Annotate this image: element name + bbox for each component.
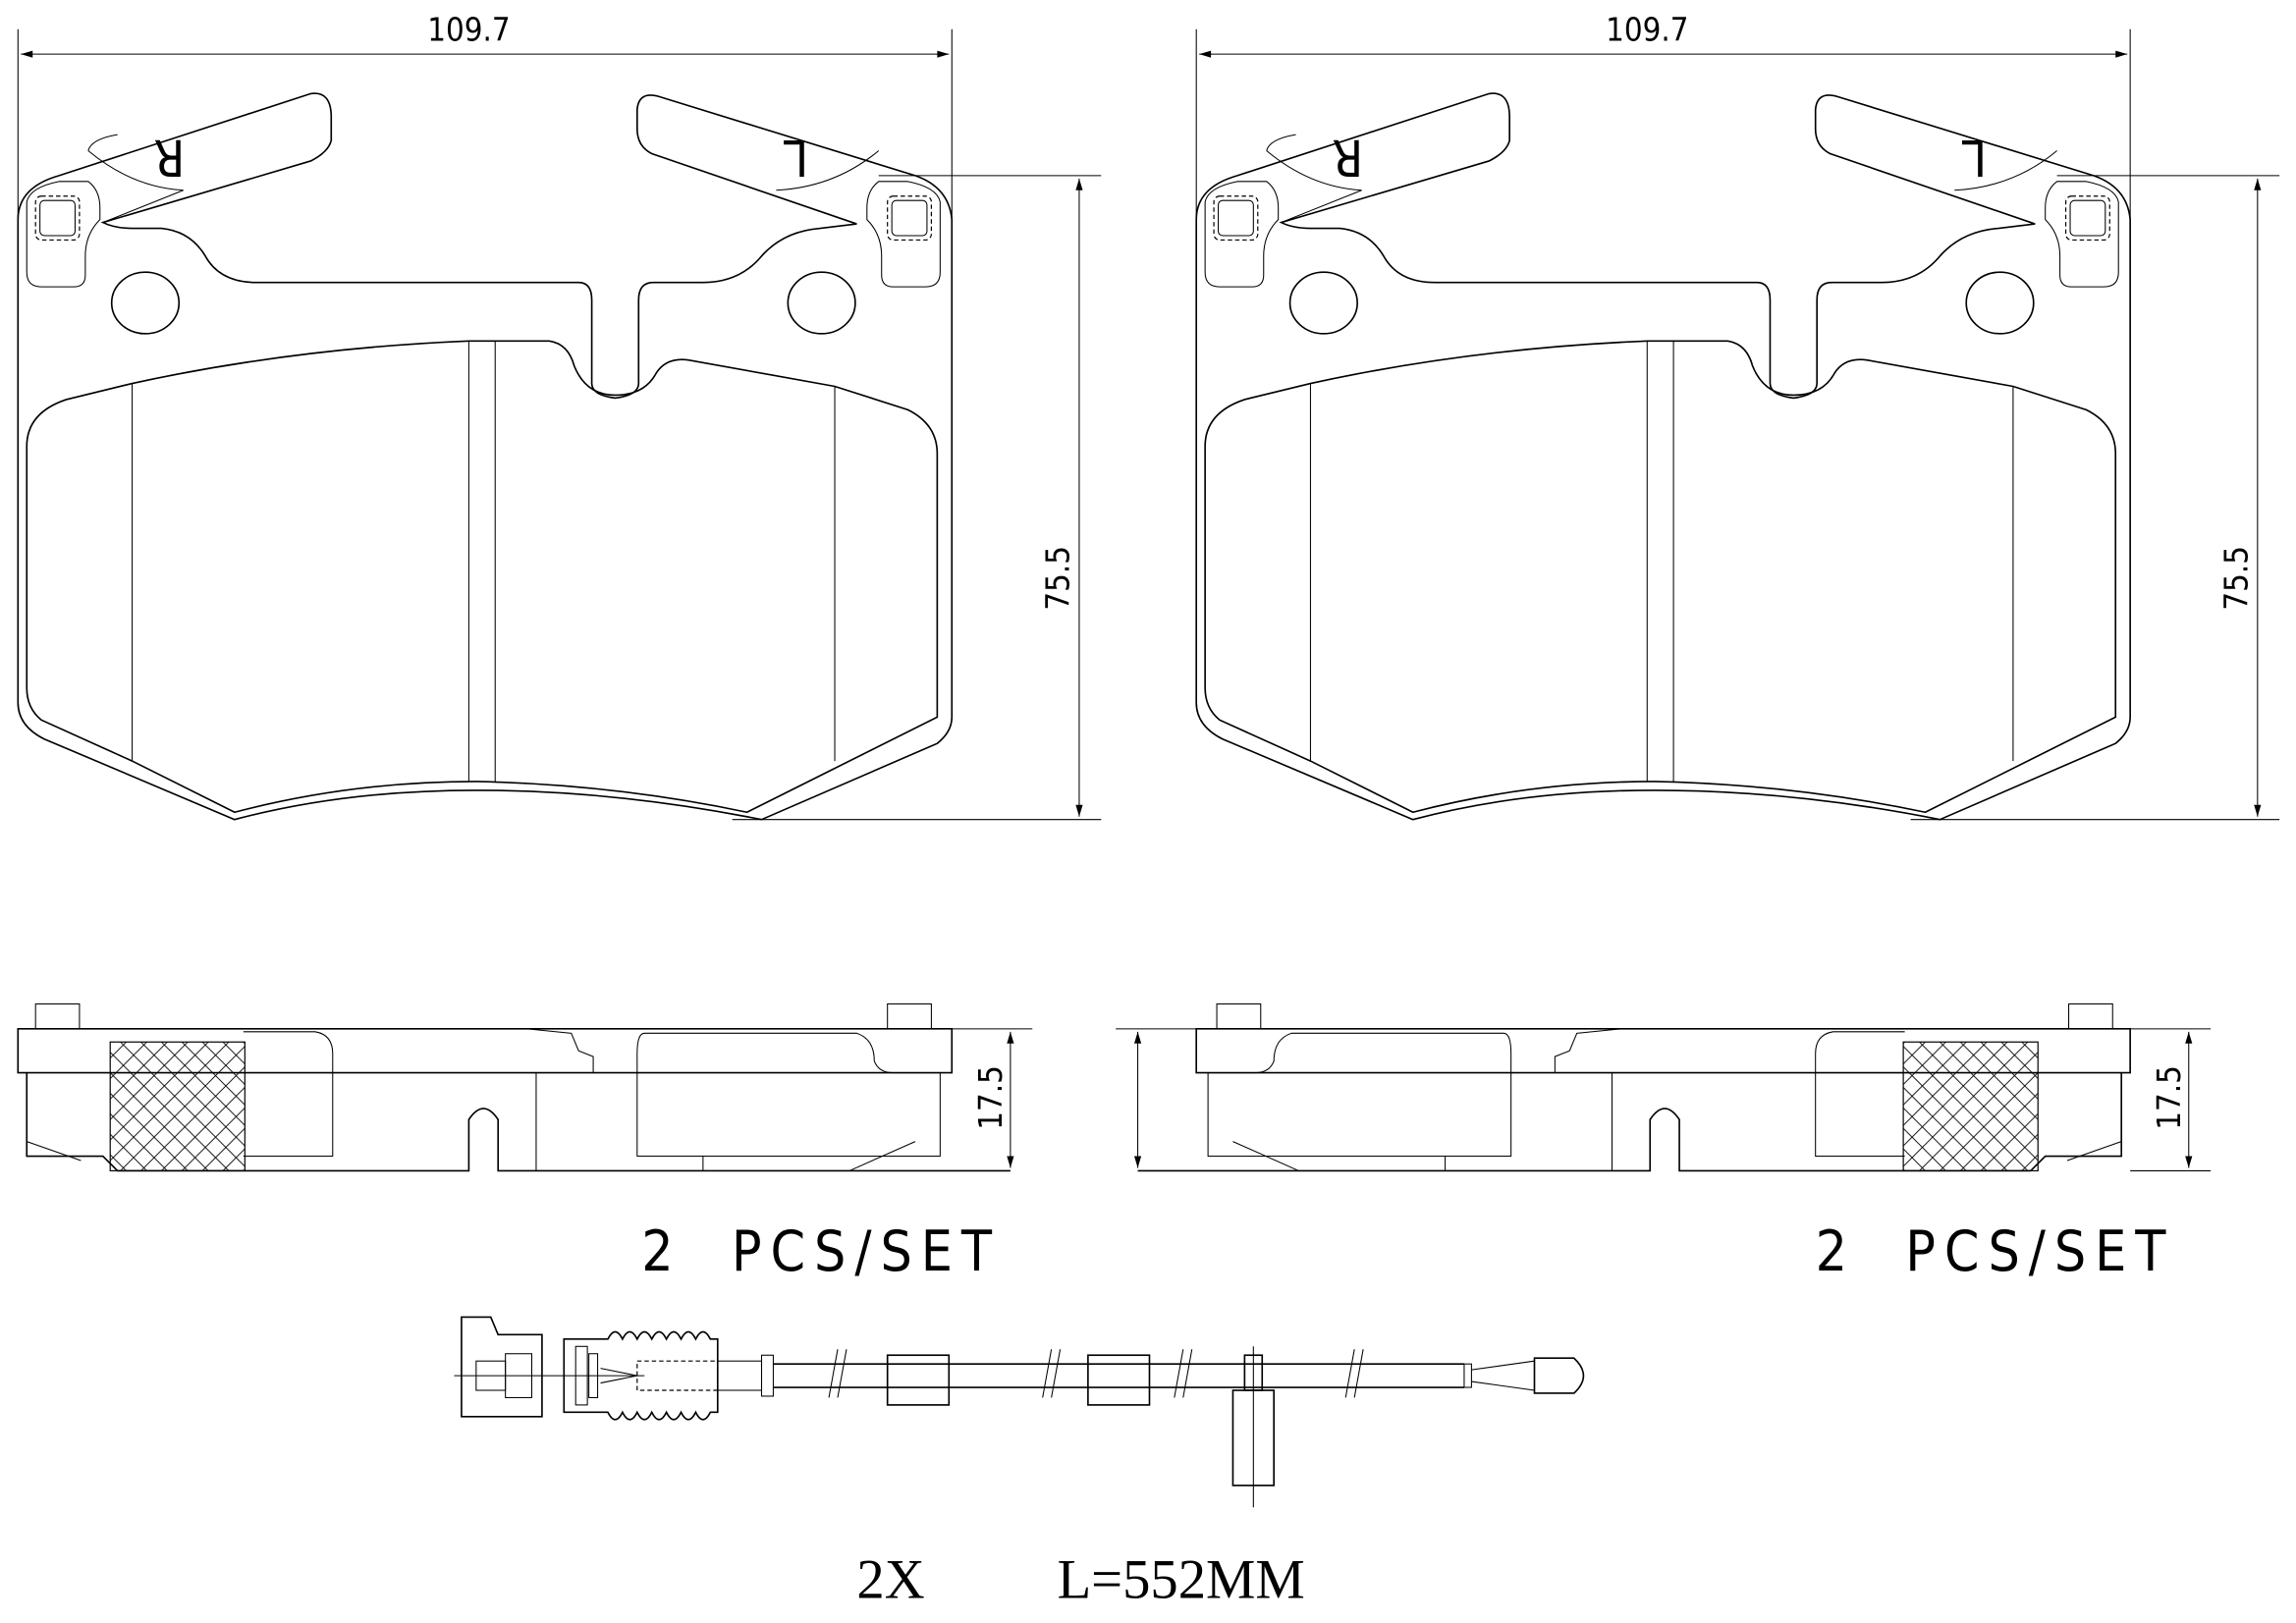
left-width-dimension: 109.7 (427, 12, 510, 49)
left-pad-side-view: 17.5 2 PCS/SET (18, 1004, 1032, 1284)
left-ear-label-r: R (154, 129, 186, 187)
left-thickness-dimension: 17.5 (972, 1065, 1010, 1130)
right-width-dimension: 109.7 (1606, 12, 1688, 49)
right-ear-label-r: R (1332, 129, 1363, 187)
left-height-dimension: 75.5 (1040, 546, 1077, 611)
right-pad-front-view: 109.7 75.5 R L (1196, 12, 2279, 820)
right-thickness-dimension: 17.5 (2151, 1065, 2188, 1130)
sensor-count-label: 2X (856, 1550, 924, 1611)
right-ear-label-l: L (1961, 129, 1987, 187)
wear-sensor-wire: 2X L=552MM (454, 1316, 1585, 1611)
sensor-length-label: L=552MM (1058, 1550, 1305, 1611)
right-height-dimension: 75.5 (2217, 546, 2255, 611)
left-ear-label-l: L (783, 129, 808, 187)
right-pad-side-view: 17.5 2 PCS/SET (1116, 1004, 2212, 1284)
left-pad-front-view: 109.7 75.5 R L (18, 12, 1101, 820)
right-quantity-label: 2 PCS/SET (1816, 1219, 2175, 1284)
left-quantity-label: 2 PCS/SET (641, 1219, 1001, 1284)
